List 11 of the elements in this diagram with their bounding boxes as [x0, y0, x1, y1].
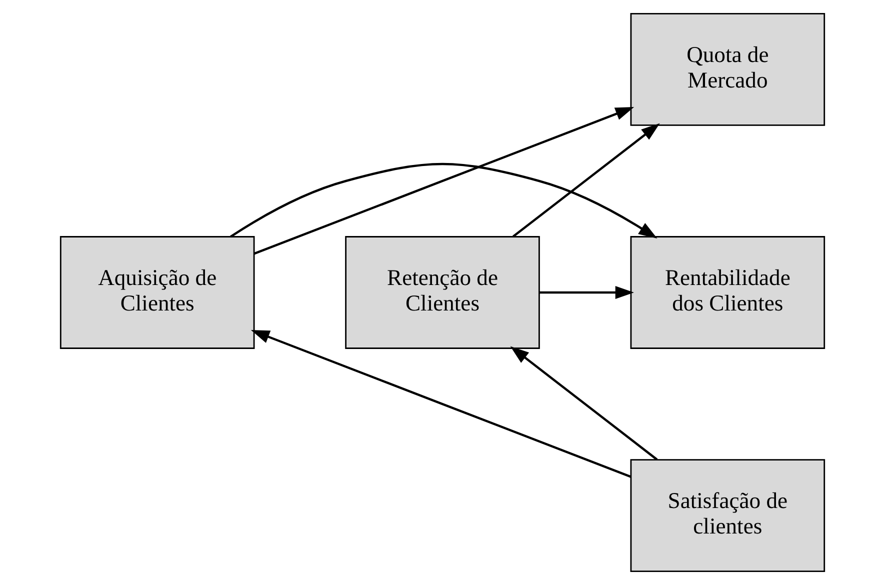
arrow [254, 106, 634, 255]
node-box: Satisfação de clientes [630, 459, 826, 572]
node-box: Retenção de Clientes [345, 236, 540, 349]
node-box: Rentabilidade dos Clientes [630, 236, 826, 349]
node-box: Aquisição de Clientes [60, 236, 255, 349]
arrow [250, 330, 632, 478]
node-box: Quota de Mercado [630, 13, 826, 126]
arrow [230, 162, 658, 239]
arrow [539, 286, 634, 300]
arrow [510, 346, 658, 460]
arrow [512, 123, 660, 238]
